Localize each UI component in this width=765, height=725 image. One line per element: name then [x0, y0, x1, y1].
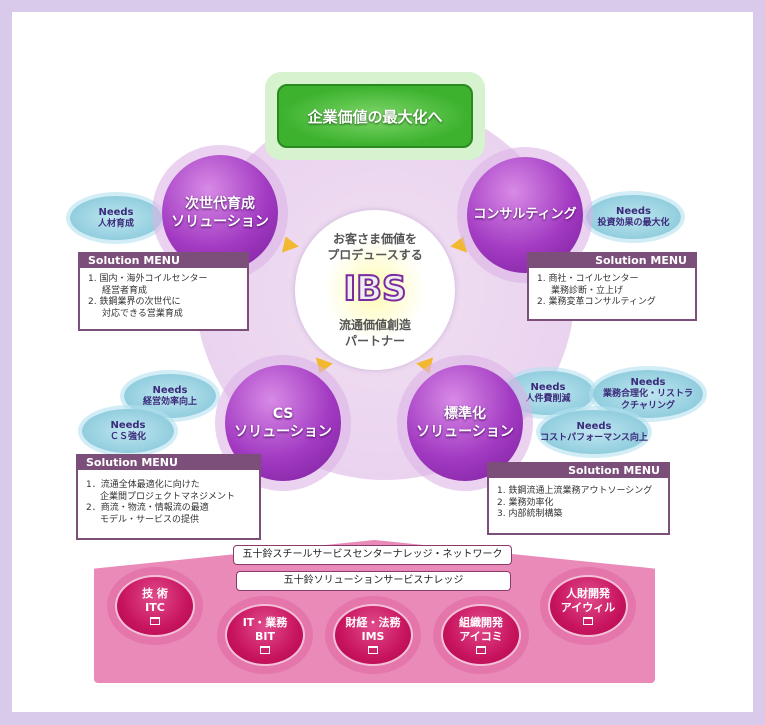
solution-knowledge-bar: 五十鈴ソリューションサービスナレッジ	[236, 571, 511, 591]
solution-menu: Solution MENU 1. 国内・海外コイルセンター経営者育成 2. 鉄鋼…	[78, 252, 249, 331]
menu-item: 1. 国内・海外コイルセンター経営者育成	[88, 274, 208, 296]
center-line2: プロデュースする	[327, 247, 423, 262]
solution-menu: Solution MENU 1. 商社・コイルセンター業務診断・立上げ 2. 業…	[527, 252, 697, 321]
menu-item: 2. 業務変革コンサルティング	[537, 297, 656, 308]
knowledge-button-aicomi[interactable]: 組織開発アイコミ	[441, 604, 521, 666]
knowledge-network-bar: 五十鈴スチールサービスセンターナレッジ・ネットワーク	[233, 545, 512, 565]
menu-item: 1．流通全体最適化に向けた企業間プロジェクトマネジメント	[86, 480, 236, 502]
center-line3: 流通価値創造	[338, 317, 411, 332]
ibs-center: お客さま価値を プロデュースする IBS 流通価値創造 パートナー	[295, 210, 455, 370]
menu-item: 2. 業務効率化	[497, 497, 554, 508]
new-window-icon	[260, 646, 270, 655]
knowledge-button-aiwill[interactable]: 人財開発アイウィル	[548, 575, 628, 637]
menu-item: 2. 鉄鋼業界の次世代に対応できる営業育成	[88, 297, 183, 320]
new-window-icon	[583, 617, 593, 626]
solution-menu: Solution MENU 1．流通全体最適化に向けた企業間プロジェクトマネジメ…	[76, 454, 261, 540]
solution-next-generation[interactable]: 次世代育成ソリューション	[162, 155, 278, 271]
ibs-logo: IBS	[342, 268, 407, 310]
center-line1: お客さま価値を	[332, 231, 417, 246]
menu-item: 3. 内部統制構築	[497, 509, 563, 520]
goal-banner: 企業価値の最大化へ	[277, 84, 473, 148]
solution-standardization[interactable]: 標準化ソリューション	[407, 365, 523, 481]
new-window-icon	[368, 646, 378, 655]
menu-item: 1. 商社・コイルセンター業務診断・立上げ	[537, 274, 639, 296]
menu-item: 2．商流・物流・情報流の最適モデル・サービスの提供	[86, 503, 209, 526]
menu-item: 1. 鉄鋼流通上流業務アウトソーシング	[497, 486, 653, 496]
new-window-icon	[150, 617, 160, 626]
new-window-icon	[476, 646, 486, 655]
center-line4: パートナー	[344, 334, 405, 349]
